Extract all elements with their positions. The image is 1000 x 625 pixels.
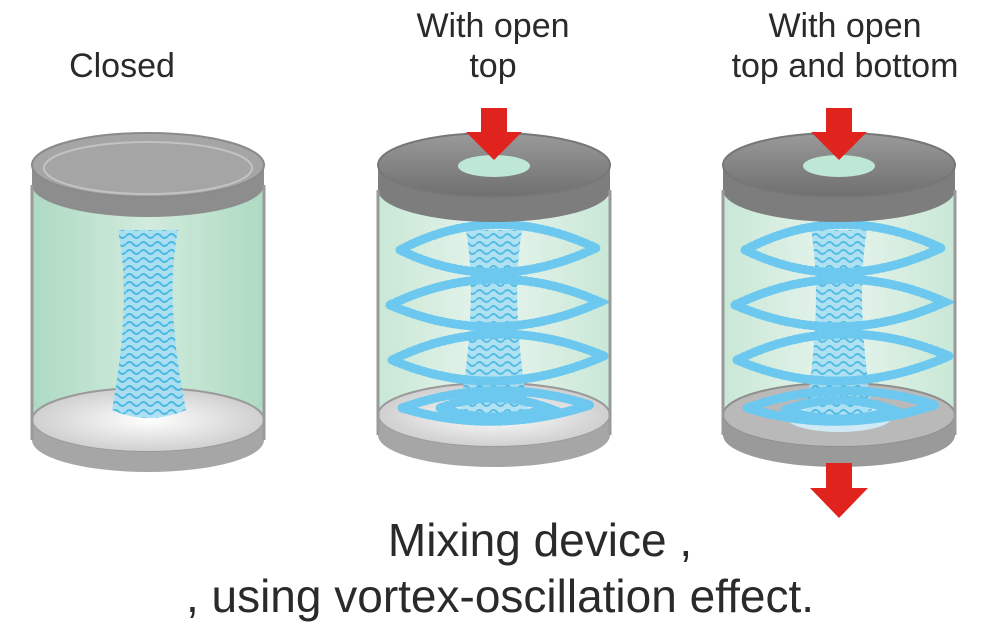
label-open-top: With open top [383, 6, 603, 86]
arrow-down-icon [810, 463, 868, 518]
arrow-down-icon [466, 108, 522, 160]
cylinder-open-top-bottom [721, 108, 961, 518]
vortex-spiral [730, 220, 961, 426]
label-open-top-line2: top [469, 47, 517, 85]
top-opening [458, 155, 530, 177]
vortex-spiral [385, 220, 616, 426]
label-open-top-bottom-line1: With open [768, 7, 922, 45]
caption-line-1: Mixing device , [387, 514, 693, 566]
label-closed-text: Closed [69, 47, 175, 85]
label-open-top-bottom-line2: top and bottom [731, 47, 959, 85]
caption-line-2: , using vortex-oscillation effect. [185, 570, 815, 622]
label-open-top-line1: With open [416, 7, 570, 45]
arrow-down-icon [811, 108, 867, 160]
vortex-column [112, 230, 186, 418]
label-open-top-bottom: With open top and bottom [690, 6, 1000, 86]
label-closed: Closed [12, 46, 232, 86]
top-opening [803, 155, 875, 177]
cylinder-open-top [376, 108, 616, 467]
cylinder-closed [30, 132, 266, 472]
top-cap [31, 132, 265, 198]
